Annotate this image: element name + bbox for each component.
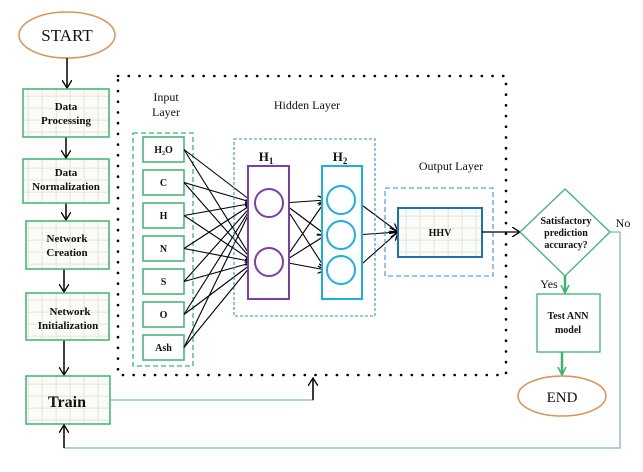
input-layer-title-line: Input bbox=[153, 90, 179, 104]
h2-neuron bbox=[326, 185, 356, 215]
input-nodes: H₂O C H N S O Ash bbox=[142, 136, 185, 361]
end-terminal: END bbox=[517, 375, 607, 417]
input-node: S bbox=[142, 268, 185, 295]
input-layer-title-line: Layer bbox=[152, 105, 180, 119]
input-node: H bbox=[142, 202, 185, 229]
input-to-h1-edge bbox=[183, 149, 254, 263]
test-label-line: Test ANN bbox=[547, 311, 589, 322]
h1-neurons bbox=[254, 188, 284, 277]
input-to-h1-edge bbox=[183, 203, 254, 249]
step-label-line: Data bbox=[55, 101, 78, 113]
step-label-line: Creation bbox=[46, 247, 87, 259]
input-node-label: H₂O bbox=[154, 145, 173, 156]
step-data-normalization: Data Normalization bbox=[22, 158, 110, 204]
yes-label: Yes bbox=[540, 277, 558, 291]
input-node-label: S bbox=[161, 277, 167, 288]
input-node-box bbox=[142, 301, 185, 328]
input-node-label: N bbox=[160, 244, 168, 255]
input-to-h1-edge bbox=[183, 203, 254, 217]
test-label-line: model bbox=[555, 325, 581, 336]
step-label-line: Initialization bbox=[38, 320, 99, 332]
h2-label: H2 bbox=[333, 149, 348, 166]
network-connections bbox=[183, 149, 398, 348]
step-box bbox=[22, 158, 110, 204]
h1-neuron bbox=[254, 247, 284, 277]
h1-neuron bbox=[254, 188, 284, 218]
input-to-h1-edge bbox=[183, 262, 254, 283]
h1-to-h2-edge bbox=[282, 261, 326, 270]
start-label: START bbox=[41, 26, 93, 45]
h1-layer-rect bbox=[247, 165, 290, 300]
h1-to-h2-edge bbox=[282, 202, 326, 235]
input-to-h1-edge bbox=[183, 203, 254, 282]
step-box bbox=[25, 292, 110, 341]
train-to-network-line bbox=[110, 378, 314, 401]
decision-label-line: accuracy? bbox=[544, 240, 587, 251]
decision-label-line: Satisfactory bbox=[540, 216, 591, 227]
input-node: N bbox=[142, 235, 185, 262]
input-node: O bbox=[142, 301, 185, 328]
step-label-line: Data bbox=[55, 167, 78, 179]
step-data-processing: Data Processing bbox=[22, 88, 110, 138]
ann-training-boundary bbox=[116, 74, 508, 377]
input-node-box bbox=[142, 334, 185, 361]
output-layer-title: Output Layer bbox=[419, 159, 483, 173]
hidden-layer-title: Hidden Layer bbox=[274, 98, 340, 112]
input-node: C bbox=[142, 169, 185, 196]
input-node-label: O bbox=[160, 310, 168, 321]
step-label-line: Train bbox=[48, 394, 86, 411]
end-label: END bbox=[547, 390, 578, 406]
hidden-layer-box bbox=[233, 138, 376, 317]
step-box bbox=[22, 88, 110, 138]
step-network-creation: Network Creation bbox=[25, 220, 110, 270]
input-node-box bbox=[142, 235, 185, 262]
no-feedback-line bbox=[64, 231, 621, 449]
h1-to-h2-edge bbox=[282, 202, 326, 270]
input-layer-box bbox=[132, 132, 194, 367]
h2-neuron bbox=[326, 220, 356, 250]
input-node-label: H bbox=[160, 211, 168, 222]
start-terminal: START bbox=[18, 11, 116, 59]
input-to-h1-edge bbox=[183, 181, 254, 204]
input-to-h1-edge bbox=[183, 149, 254, 204]
step-label-line: Network bbox=[50, 306, 92, 318]
h1-to-h2-edge bbox=[282, 235, 326, 263]
step-box bbox=[25, 220, 110, 270]
step-label-line: Network bbox=[47, 233, 89, 245]
end-ellipse bbox=[517, 375, 607, 417]
input-node: H₂O bbox=[142, 136, 185, 163]
h2-neurons bbox=[326, 185, 356, 285]
step-label-line: Normalization bbox=[32, 181, 100, 193]
test-box bbox=[536, 293, 601, 353]
decision-label-line: prediction bbox=[544, 228, 588, 239]
input-node-label: Ash bbox=[155, 343, 172, 354]
step-network-initialization: Network Initialization bbox=[25, 292, 110, 341]
input-node-label: C bbox=[160, 178, 167, 189]
h2-neuron bbox=[326, 255, 356, 285]
input-node: Ash bbox=[142, 334, 185, 361]
input-to-h1-edge bbox=[183, 203, 254, 315]
input-to-h1-edge bbox=[183, 215, 254, 263]
h1-label: H1 bbox=[259, 149, 274, 166]
hhv-label: HHV bbox=[429, 228, 453, 239]
step-label-line: Processing bbox=[41, 115, 91, 127]
input-node-box bbox=[142, 136, 185, 163]
input-node-box bbox=[142, 169, 185, 196]
input-to-h1-edge bbox=[183, 262, 254, 315]
decision-accuracy: Satisfactory prediction accuracy? bbox=[519, 188, 611, 277]
step-test-ann-model: Test ANN model bbox=[536, 293, 601, 353]
input-to-h1-edge bbox=[183, 203, 254, 348]
step-train: Train bbox=[25, 375, 111, 425]
input-to-h1-edge bbox=[183, 247, 254, 263]
h1-to-h2-edge bbox=[282, 200, 326, 263]
input-to-h1-edge bbox=[183, 182, 254, 263]
no-label: No bbox=[616, 216, 631, 230]
input-to-h1-edge bbox=[183, 262, 254, 348]
